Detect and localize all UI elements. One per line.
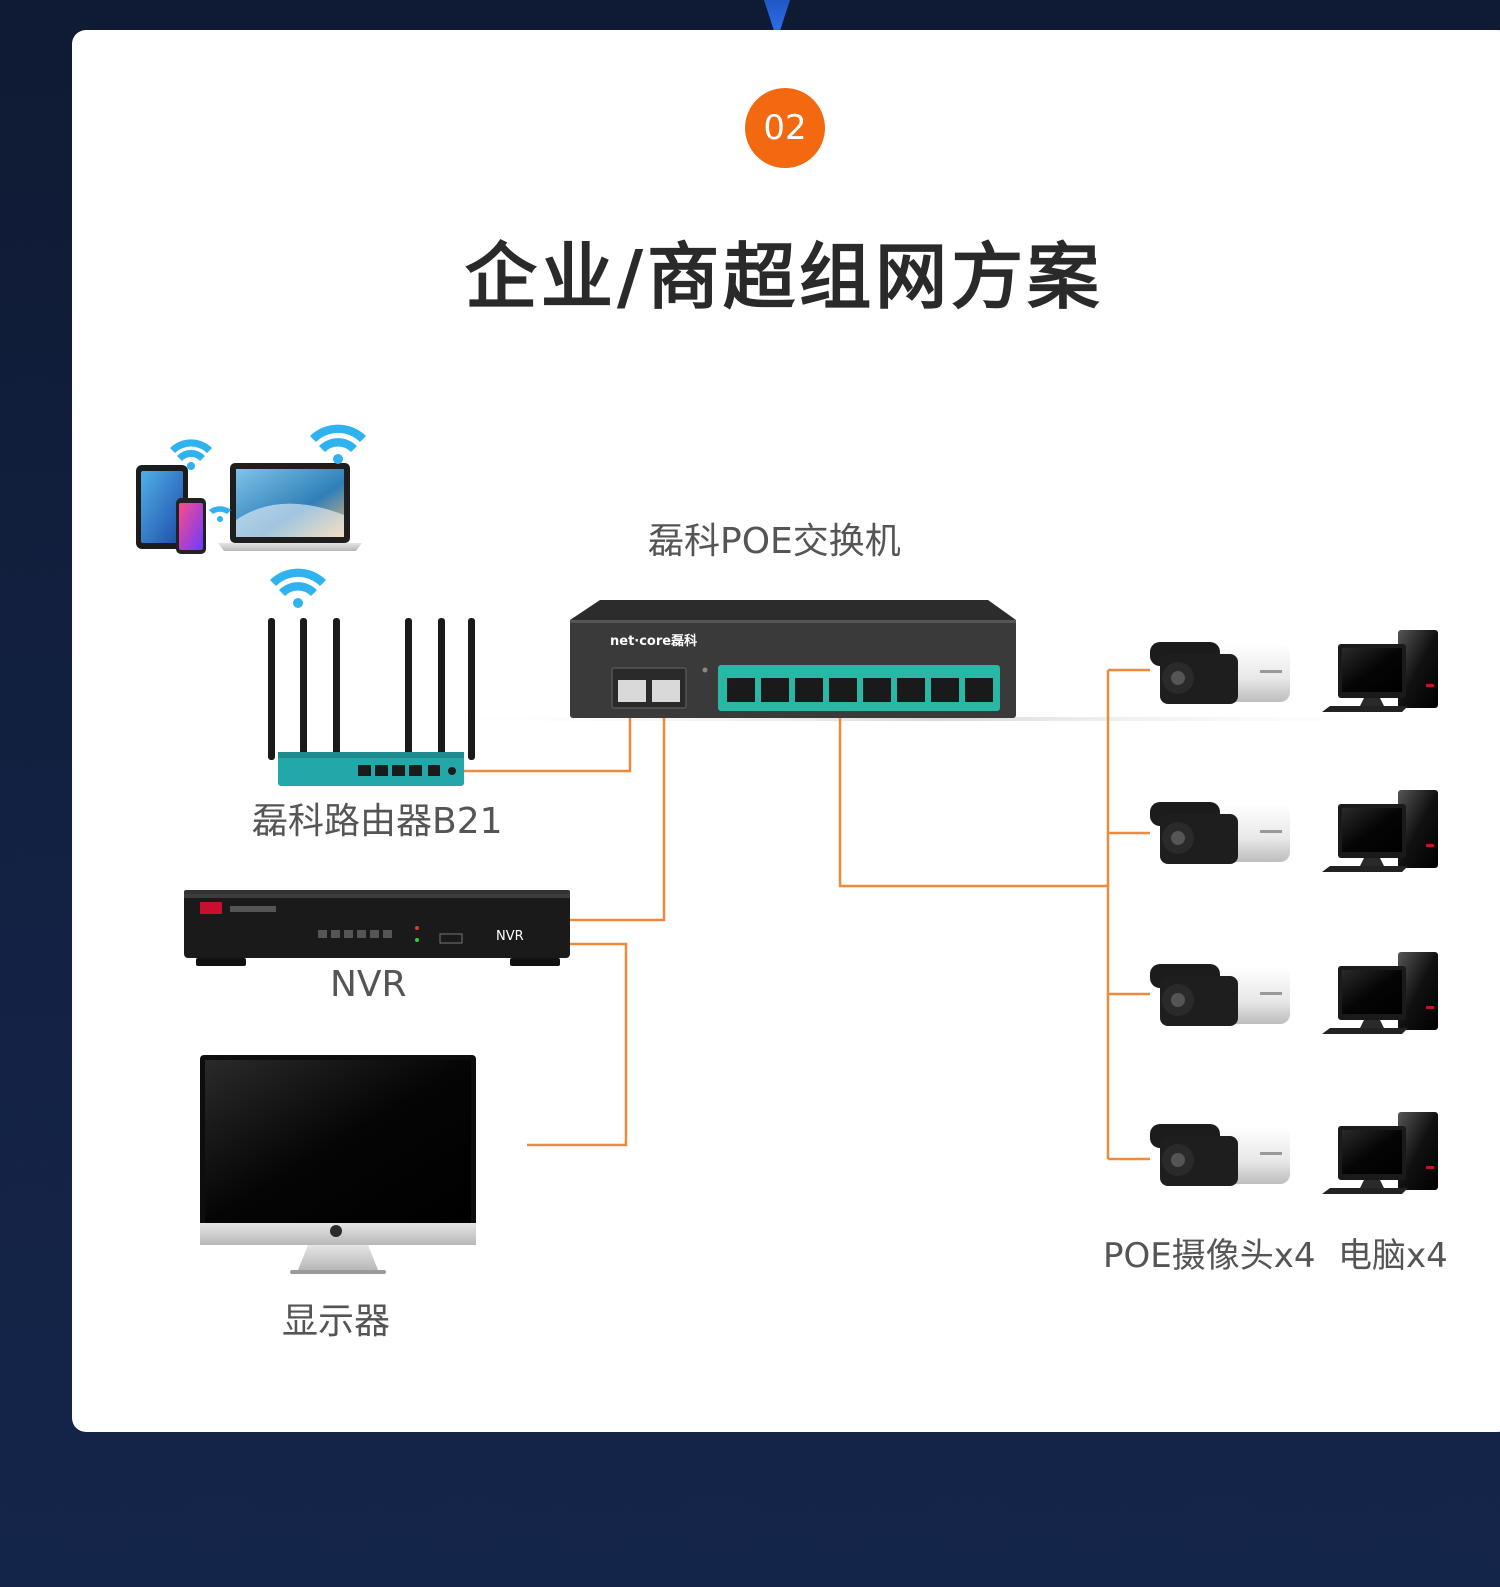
computers-label: 电脑x4 xyxy=(1338,1236,1448,1276)
line-nvr-monitor xyxy=(527,942,628,1147)
computer-group xyxy=(1322,630,1438,1194)
page-title: 企业/商超组网方案 xyxy=(464,235,1104,319)
nvr-tag-text: NVR xyxy=(496,929,524,944)
camera-icon xyxy=(1150,642,1290,704)
cameras-label: POE摄像头x4 xyxy=(1103,1236,1316,1276)
camera-icon xyxy=(1150,1124,1290,1186)
line-router-switch xyxy=(462,700,632,773)
wireless-devices xyxy=(136,424,366,554)
router-label: 磊科路由器B21 xyxy=(252,801,503,842)
camera-icon xyxy=(1150,802,1290,864)
computer-icon xyxy=(1322,630,1438,712)
phone-icon xyxy=(176,498,206,554)
line-nvr-switch xyxy=(568,700,666,922)
router-wifi-icon xyxy=(270,568,326,608)
nvr-label: NVR xyxy=(330,964,407,1005)
camera-icon xyxy=(1150,964,1290,1026)
wifi-icon xyxy=(170,424,366,522)
monitor-label: 显示器 xyxy=(282,1301,391,1342)
nvr-icon: NVR xyxy=(184,890,570,966)
step-badge: 02 xyxy=(745,88,825,168)
shelf-shadow xyxy=(420,717,1450,721)
connection-lines xyxy=(462,668,1150,1161)
monitor-icon xyxy=(200,1055,476,1274)
tablet-icon xyxy=(136,465,188,549)
line-switch-trunk xyxy=(838,700,1108,888)
switch-label: 磊科POE交换机 xyxy=(648,521,901,562)
computer-icon xyxy=(1322,1112,1438,1194)
switch-brand-text: net·core磊科 xyxy=(610,633,697,649)
laptop-icon xyxy=(218,463,362,551)
computer-icon xyxy=(1322,952,1438,1034)
camera-group xyxy=(1150,642,1290,1186)
switch-icon: net·core磊科 xyxy=(570,600,1016,718)
computer-icon xyxy=(1322,790,1438,872)
router-icon xyxy=(268,568,475,786)
